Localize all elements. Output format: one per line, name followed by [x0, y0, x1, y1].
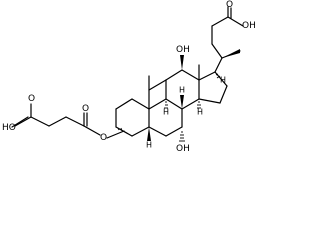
h-c14-label: H: [197, 108, 203, 117]
stereo-bonds: [117, 49, 240, 142]
acid-hydroxyl-label: OH: [242, 21, 256, 31]
atom-labels: O OH OH OH O O HO O H H H H H: [2, 0, 256, 154]
hydroxy-7-label: OH: [176, 144, 190, 154]
h-c5-label: H: [146, 141, 152, 150]
bile-acid-structure-diagram: O OH OH OH O O HO O H H H H H: [2, 0, 256, 154]
succinyl-hydroxyl-label: HO: [2, 123, 16, 133]
carbon-skeleton: [11, 6, 244, 139]
h-c9-label: H: [163, 108, 169, 117]
acid-carbonyl-oxygen-label: O: [226, 0, 233, 10]
ester-carbonyl-oxygen-label: O: [82, 104, 89, 114]
hydroxy-12-label: OH: [176, 45, 190, 55]
h-c17-label: H: [220, 76, 226, 85]
h-c8-label: H: [179, 86, 185, 95]
ester-oxygen-label: O: [100, 133, 107, 143]
succinyl-carbonyl-oxygen-label: O: [28, 94, 35, 104]
